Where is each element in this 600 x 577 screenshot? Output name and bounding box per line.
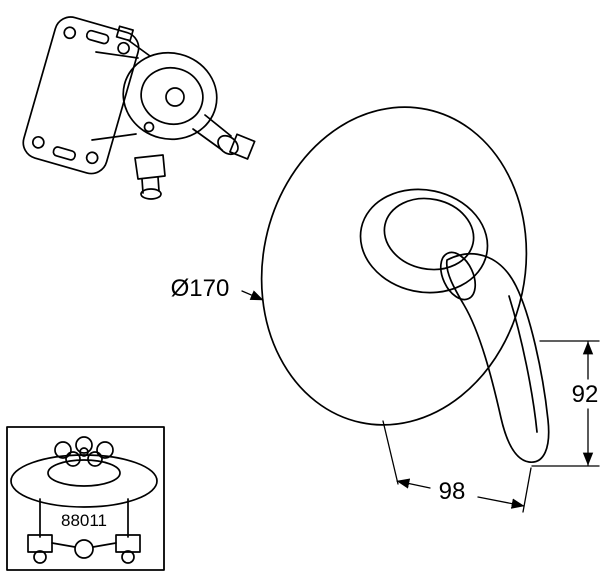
plate-slot [52,146,77,161]
port-knob [87,451,103,467]
inset-cartridge-rim [47,459,121,487]
trim-plate-drawing [260,106,550,463]
bottom-fitting [134,154,166,180]
stem-edge [192,128,223,151]
dome-base [359,188,489,294]
screw-hole [117,41,130,55]
lever-handle-crease [508,295,538,433]
inset-left-fitting [27,534,53,553]
cartridge-cap-inner [140,66,204,126]
stem-edge [204,114,232,137]
diameter-label: Ø170 [171,275,230,302]
stem-square-end [229,133,256,160]
port-knob [65,451,81,467]
screw-hole [63,26,77,40]
handle-hub [439,251,477,301]
inset-part-number: 88011 [61,511,107,530]
width-dim-line-right [477,496,525,509]
port-knob-center [79,447,89,457]
valve-body [91,25,256,200]
inset-border [6,426,165,571]
body-screw [143,121,155,133]
screw-hole [85,151,99,165]
inset-center-port [74,539,94,559]
inset-left-port [33,550,47,564]
body-edge [95,51,139,59]
part-number-background [56,509,112,530]
inset-flange [10,454,158,508]
inset-box [6,426,165,571]
top-detail [127,39,151,57]
dome-top [383,197,475,271]
width-extension-left [382,420,399,485]
bottom-fitting-base [140,188,162,200]
width-dim-line-left [396,478,431,489]
inset-body-line [92,542,117,548]
diameter-leader-line [241,290,264,301]
port-knob [54,441,72,459]
port-knob [96,441,114,459]
top-port [115,25,134,42]
plate-slot [85,29,110,45]
body-edge [91,133,137,141]
stem-collar [217,134,239,156]
inset-body-line [51,542,76,548]
rough-in-valve-drawing [22,16,256,200]
width-label: 98 [439,478,466,505]
lever-handle [445,252,550,463]
mounting-plate-outline [22,16,140,175]
dimension-annotations [241,290,600,513]
screw-hole [31,135,45,149]
height-label: 92 [572,381,599,408]
bottom-fitting-edge [157,176,160,192]
trim-plate-outline [260,106,528,426]
port-knob [75,436,93,454]
inset-right-port [121,550,135,564]
cartridge-center [165,87,185,107]
inset-right-fitting [115,534,141,553]
cartridge-cap [122,51,218,141]
inset-valve-drawing [10,436,158,564]
mounting-plate [22,16,140,175]
